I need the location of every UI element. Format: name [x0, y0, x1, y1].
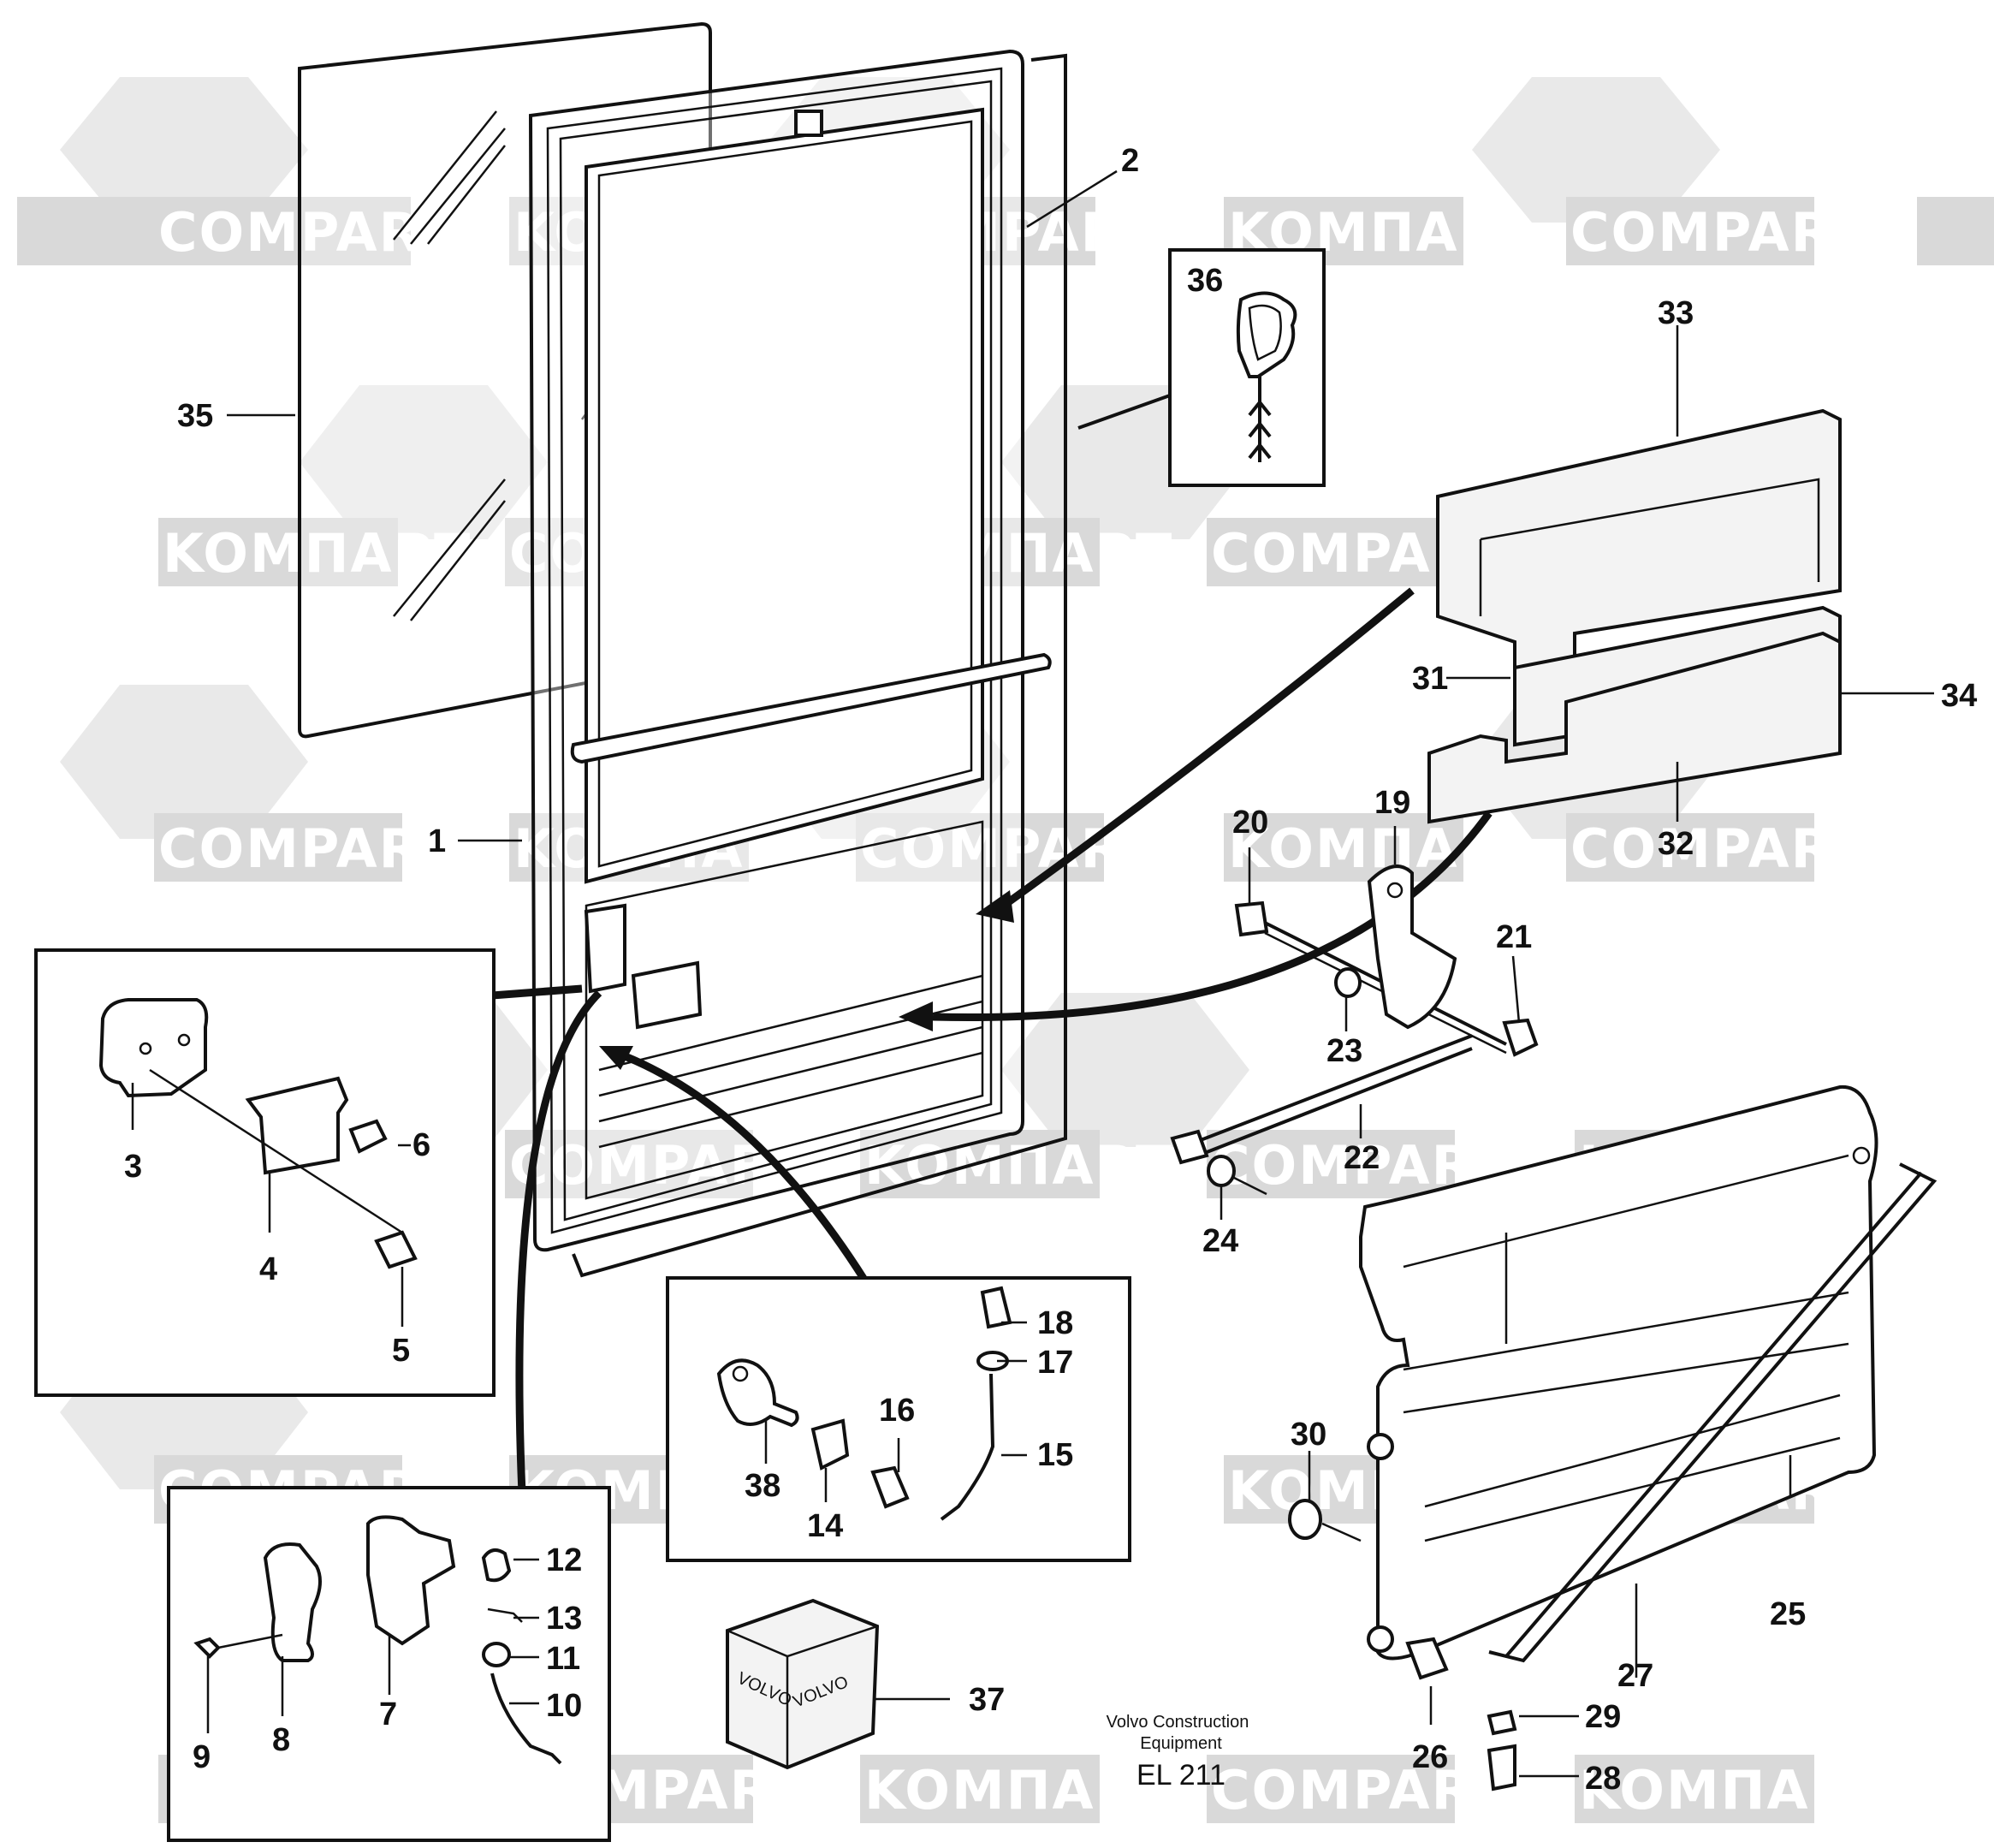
watermark-text: KOMПAPT — [163, 522, 472, 585]
caption-code: EL 211 — [1136, 1759, 1225, 1792]
callout-33: 33 — [1658, 295, 1694, 331]
callout-37: 37 — [969, 1682, 1005, 1718]
callout-25: 25 — [1770, 1596, 1806, 1632]
callout-36: 36 — [1187, 263, 1223, 299]
watermark-text: COMPART — [1211, 1759, 1510, 1821]
window-regulator — [1170, 865, 1539, 1196]
leader-lines — [131, 169, 1934, 1778]
watermark-text: KOMПAPT — [1579, 1759, 1888, 1821]
callout-26: 26 — [1412, 1739, 1448, 1775]
callout-1: 1 — [428, 823, 446, 859]
callout-38: 38 — [745, 1468, 780, 1504]
callout-34: 34 — [1941, 678, 1977, 714]
callout-10: 10 — [546, 1688, 582, 1724]
watermark-text: KOMПAPT — [864, 1759, 1173, 1821]
seal-profile-inset — [1077, 248, 1326, 487]
callout-8: 8 — [272, 1722, 290, 1758]
kit-box: VOLVO VOLVO — [726, 1598, 880, 1770]
watermark-logo: COMPART — [60, 685, 457, 882]
callout-22: 22 — [1344, 1140, 1380, 1176]
callout-24: 24 — [1202, 1223, 1238, 1259]
diagram-caption: Volvo Construction Equipment EL 211 — [1107, 1713, 1249, 1792]
callout-32: 32 — [1658, 826, 1694, 862]
inset-box-hinge — [34, 948, 496, 1397]
watermark-logo: KOMПAPT — [860, 1755, 1173, 1823]
watermark-text: COMPART — [158, 201, 457, 264]
callout-29: 29 — [1585, 1699, 1621, 1735]
watermark-logo: KOMПAPT — [1224, 197, 1535, 265]
panel-parts — [1427, 408, 1842, 824]
callout-30: 30 — [1291, 1417, 1326, 1453]
callout-2: 2 — [1121, 143, 1139, 179]
assembly-arrows — [491, 587, 1493, 1494]
watermark-text: KOMПAPT — [864, 1134, 1173, 1197]
lower-panel — [1288, 1084, 1938, 1792]
watermark-text: COMPART — [158, 817, 457, 880]
callout-labels: 1 2 3 4 5 6 7 8 9 10 11 12 13 14 15 16 1… — [124, 143, 1977, 1797]
callout-31: 31 — [1412, 661, 1448, 697]
inset-box-handle — [666, 1276, 1131, 1562]
callout-7: 7 — [379, 1696, 397, 1732]
watermark-logo — [1917, 197, 1994, 265]
callout-6: 6 — [412, 1127, 430, 1163]
callout-9: 9 — [193, 1739, 211, 1775]
callout-4: 4 — [259, 1251, 277, 1287]
watermark-logo: COMPART — [17, 77, 457, 265]
callout-35: 35 — [177, 398, 213, 434]
callout-17: 17 — [1037, 1345, 1073, 1381]
callout-28: 28 — [1585, 1761, 1621, 1797]
watermark-logo: KOMПAPT — [1575, 1755, 1888, 1823]
watermark-logo: COMPART — [1472, 77, 1869, 265]
door-frame — [528, 49, 1067, 1278]
callout-16: 16 — [879, 1393, 915, 1429]
callout-21: 21 — [1496, 919, 1532, 955]
watermark-logo: COMPART — [1207, 1755, 1510, 1823]
watermark-logo: COMPART — [1207, 1130, 1508, 1198]
callout-14: 14 — [807, 1508, 843, 1544]
callout-5: 5 — [392, 1333, 410, 1369]
callout-27: 27 — [1617, 1658, 1653, 1694]
callout-23: 23 — [1326, 1033, 1362, 1069]
callout-11: 11 — [546, 1641, 580, 1677]
callout-12: 12 — [546, 1542, 582, 1578]
callout-13: 13 — [546, 1601, 582, 1637]
callout-15: 15 — [1037, 1437, 1073, 1473]
watermark-logo: KOMПAPT — [158, 385, 548, 586]
watermark-text: COMPART — [1570, 817, 1869, 880]
watermark-text: COMPART — [1570, 201, 1869, 264]
caption-line2: Equipment — [1140, 1734, 1222, 1753]
caption-line1: Volvo Construction — [1107, 1713, 1249, 1732]
callout-19: 19 — [1374, 785, 1410, 821]
callout-3: 3 — [124, 1149, 142, 1185]
callout-18: 18 — [1037, 1305, 1073, 1341]
callout-20: 20 — [1232, 805, 1268, 841]
